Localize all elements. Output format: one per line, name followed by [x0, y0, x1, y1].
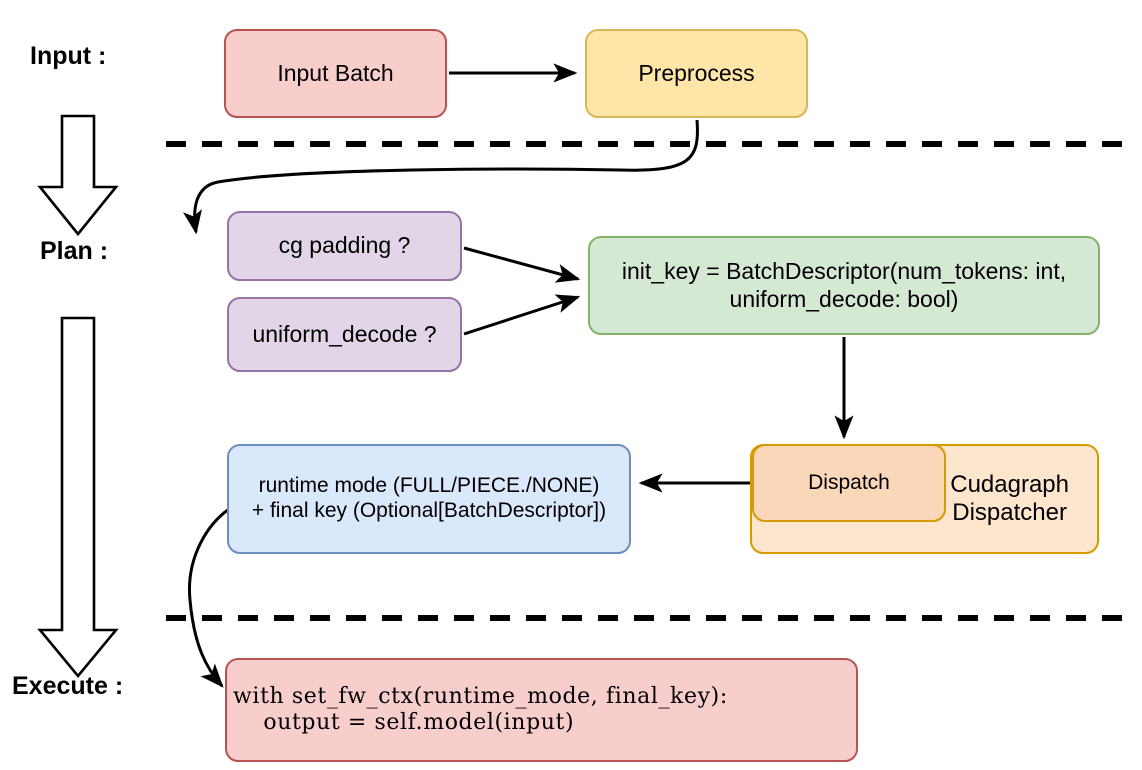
- node-dispatch[interactable]: Dispatch: [752, 444, 946, 522]
- node-runtime-mode[interactable]: runtime mode (FULL/PIECE./NONE)+ final k…: [227, 444, 631, 554]
- block-arrow-input-to-plan: [37, 114, 119, 237]
- node-init-key[interactable]: init_key = BatchDescriptor(num_tokens: i…: [588, 236, 1100, 335]
- edge-cg-padding-to-init-key: [463, 246, 581, 283]
- edge-uniform-decode-to-init-key: [463, 294, 581, 336]
- block-arrow-plan-to-execute: [37, 316, 119, 679]
- node-preprocess[interactable]: Preprocess: [585, 29, 808, 118]
- node-input-batch[interactable]: Input Batch: [224, 29, 447, 118]
- stage-label-input: Input :: [30, 42, 107, 70]
- stage-label-plan: Plan :: [40, 237, 109, 265]
- node-uniform-decode[interactable]: uniform_decode ?: [227, 297, 462, 372]
- stage-label-execute: Execute :: [12, 672, 124, 700]
- node-cg-padding[interactable]: cg padding ?: [227, 211, 462, 281]
- node-execute-code-block[interactable]: with set_fw_ctx(runtime_mode, final_key)…: [225, 658, 858, 762]
